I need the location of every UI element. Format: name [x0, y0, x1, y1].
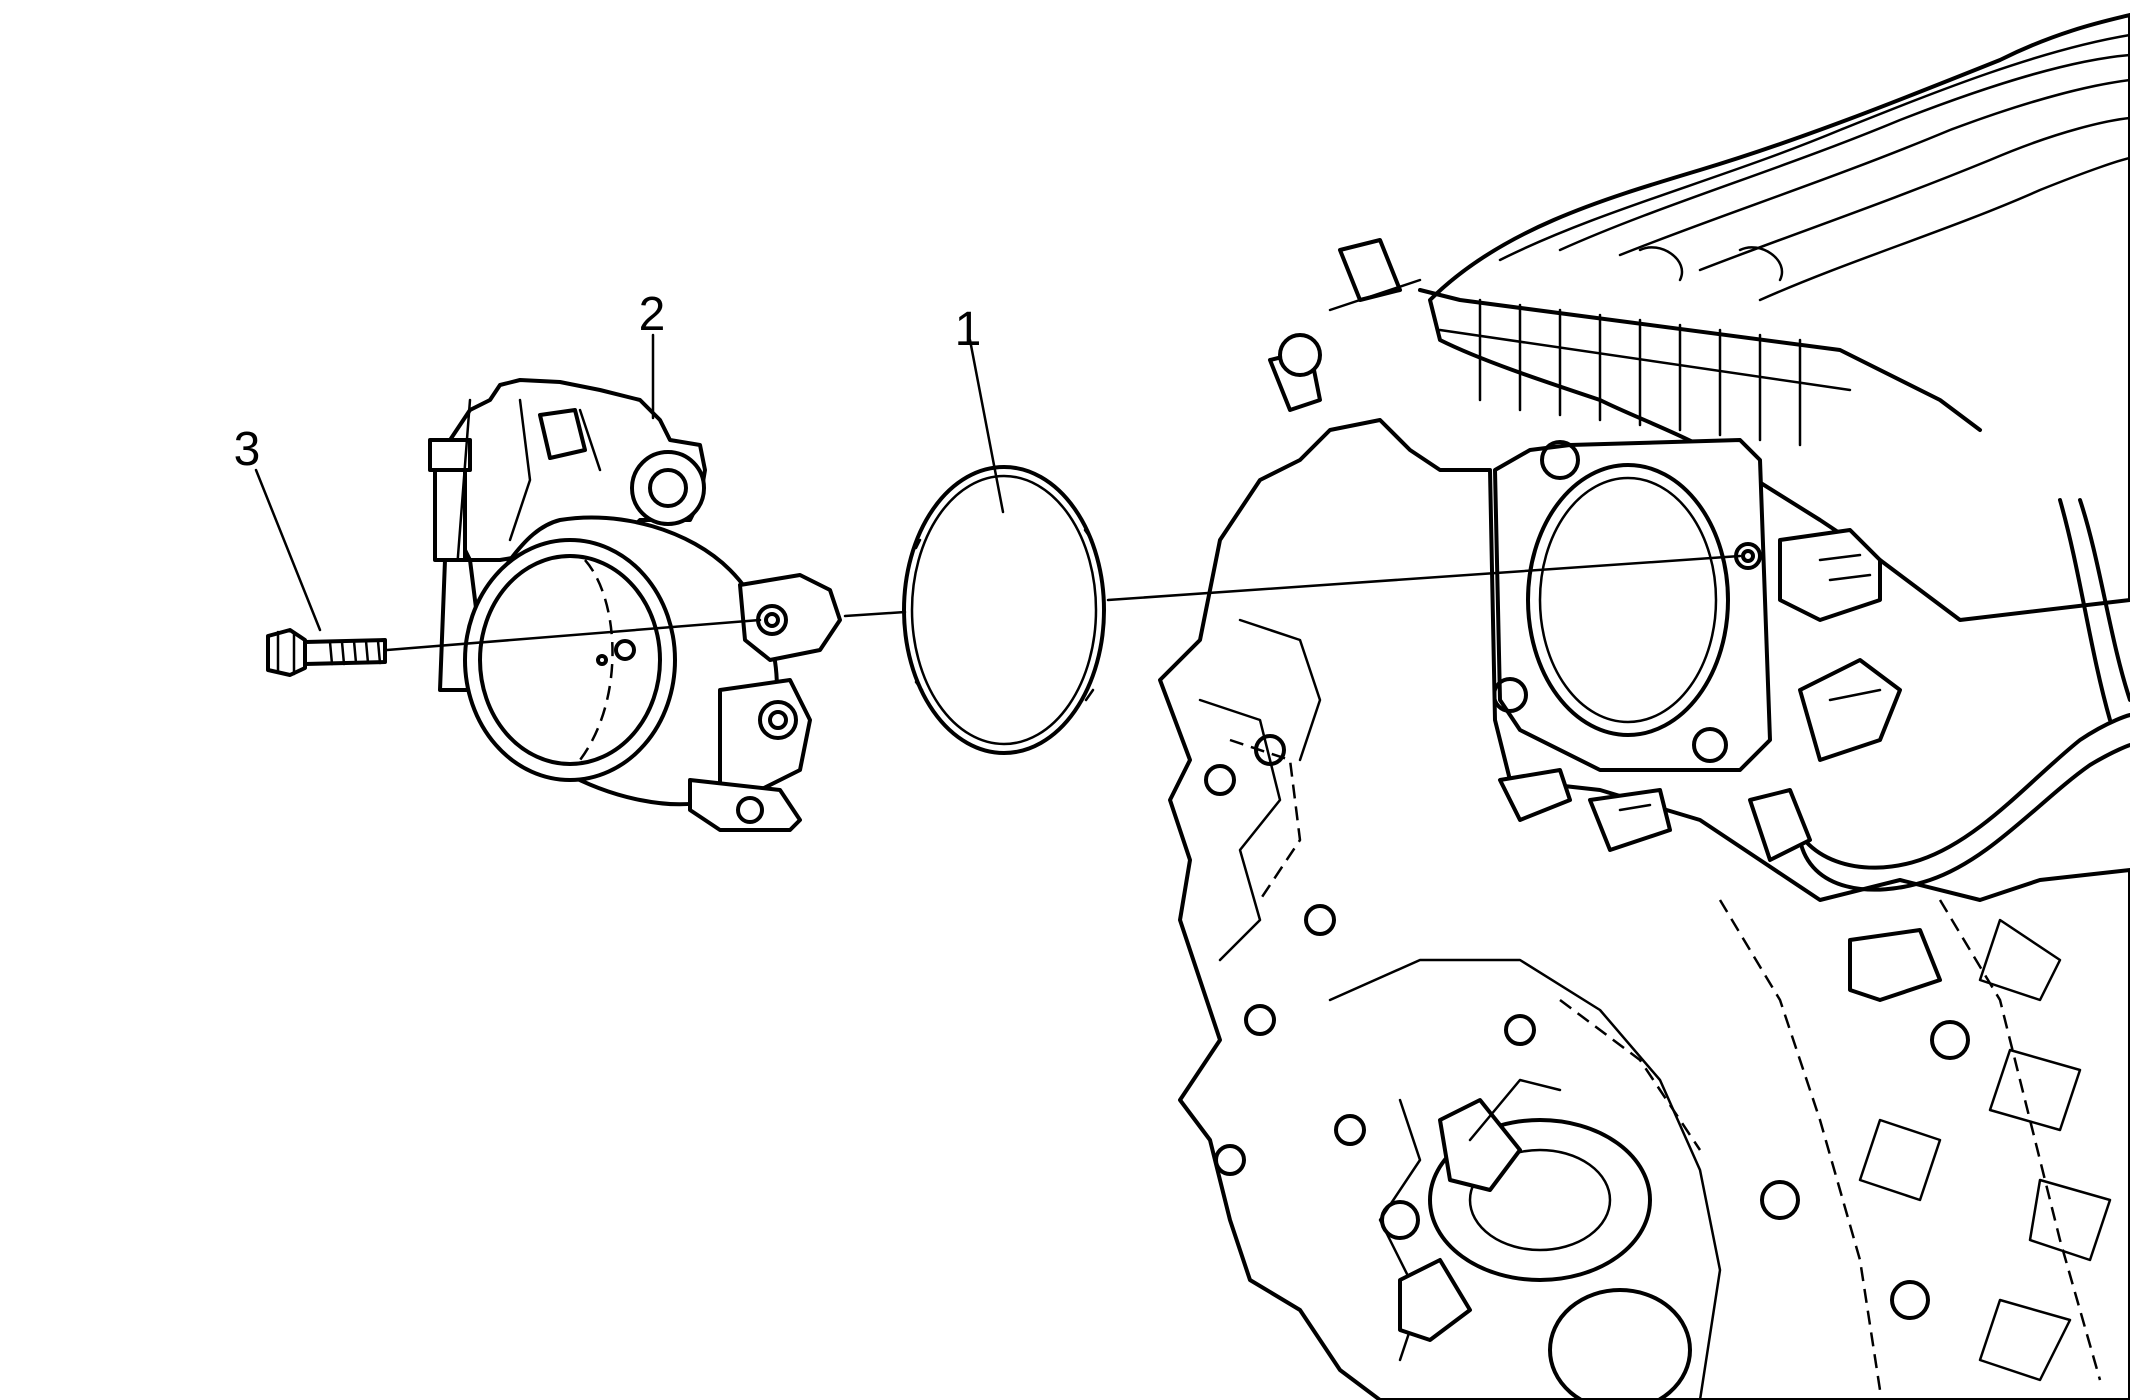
bolt	[266, 628, 387, 677]
callout-leaders	[254, 333, 1005, 632]
gasket	[902, 465, 1106, 755]
throttle-body	[428, 378, 842, 832]
alignment-lines	[385, 554, 1742, 652]
callout-2: 2	[639, 288, 666, 341]
callout-3: 3	[234, 423, 261, 476]
engine-assembly	[1158, 13, 2130, 1400]
callout-1: 1	[955, 303, 982, 356]
